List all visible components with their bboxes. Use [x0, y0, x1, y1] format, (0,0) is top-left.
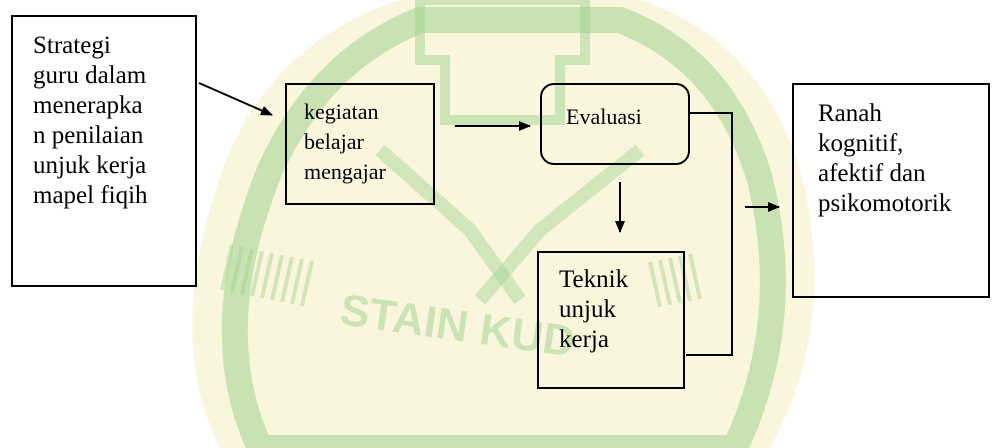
node-evaluasi-label: Evaluasi: [566, 104, 642, 129]
seal-book-left: [220, 244, 314, 307]
node-strategi-label: Strategi guru dalam menerapka n penilaia…: [33, 32, 148, 209]
edge-evaluasi-right-bracket: [686, 112, 733, 356]
edge-strategi-to-kegiatan: [198, 82, 273, 116]
seal-green-ring: [221, 6, 786, 448]
node-teknik-label: Teknik unjuk kerja: [559, 266, 629, 353]
seal-cross-left: [375, 144, 526, 305]
seal-tower: [415, 0, 590, 125]
node-kegiatan: kegiatan belajar mengajar: [285, 83, 435, 205]
node-ranah-label: Ranah kognitif, afektif dan psikomotorik: [818, 100, 952, 217]
seal-outer-band: [192, 0, 815, 448]
seal-cross-right: [474, 144, 645, 305]
node-kegiatan-label: kegiatan belajar mengajar: [304, 99, 386, 184]
node-strategi: Strategi guru dalam menerapka n penilaia…: [11, 15, 197, 287]
seal-book-right: [648, 253, 702, 308]
node-evaluasi: Evaluasi: [540, 83, 690, 165]
node-ranah: Ranah kognitif, afektif dan psikomotorik: [792, 83, 990, 298]
node-teknik: Teknik unjuk kerja: [537, 251, 685, 389]
